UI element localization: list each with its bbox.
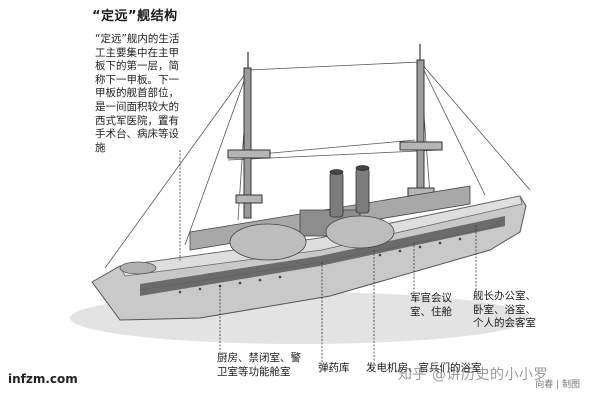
site-logo: infzm.com: [8, 372, 78, 386]
watermark-text: 知乎 @讲历史的小小罗: [398, 364, 548, 384]
bow-gun: [120, 262, 156, 274]
label-magazine: 弹药库: [318, 362, 358, 376]
intro-text: “定远”舰内的生活工主要集中在主甲板下的第一层，简称下一甲板。下一甲板的舰首部位…: [95, 33, 181, 155]
label-meeting-quarters: 军官会议室、住舱: [410, 292, 468, 319]
label-captain-rooms: 舰长办公室、卧室、浴室、个人的会客室: [473, 290, 539, 331]
label-kitchen-rooms: 厨房、禁闭室、警卫室等功能舱室: [217, 352, 305, 379]
page-title: “定远”舰结构: [92, 5, 178, 24]
